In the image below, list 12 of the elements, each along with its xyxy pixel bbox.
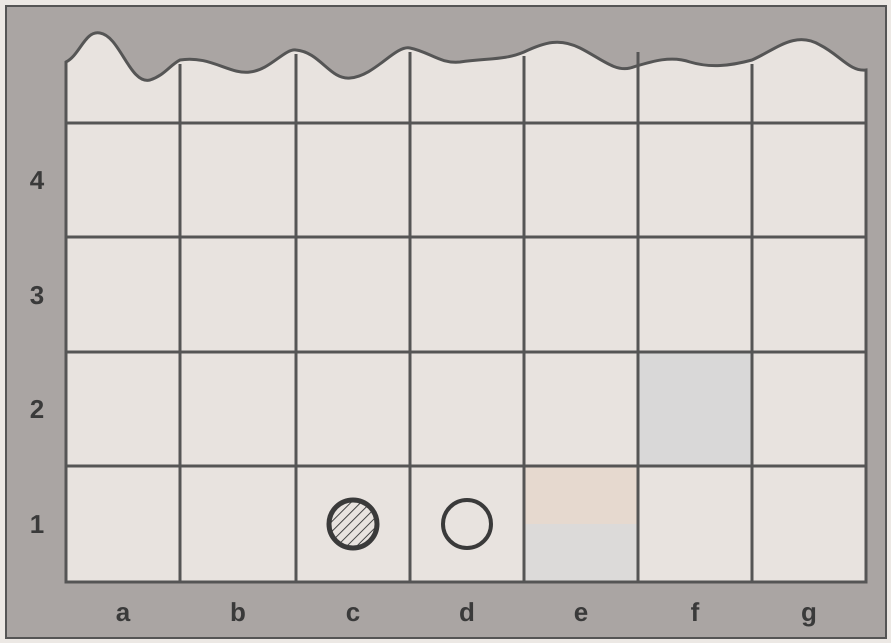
column-letter: g: [800, 597, 818, 627]
column-letter: f: [690, 597, 700, 627]
column-letter: b: [229, 597, 247, 627]
row-number: 4: [28, 165, 46, 195]
row-number: 2: [28, 394, 46, 424]
row-number: 1: [28, 509, 46, 539]
row-number: 3: [28, 280, 46, 310]
column-letter: a: [114, 597, 132, 627]
column-letter: e: [572, 597, 590, 627]
column-letter: c: [344, 597, 362, 627]
ring-marker: [440, 497, 494, 551]
column-letter: d: [458, 597, 476, 627]
